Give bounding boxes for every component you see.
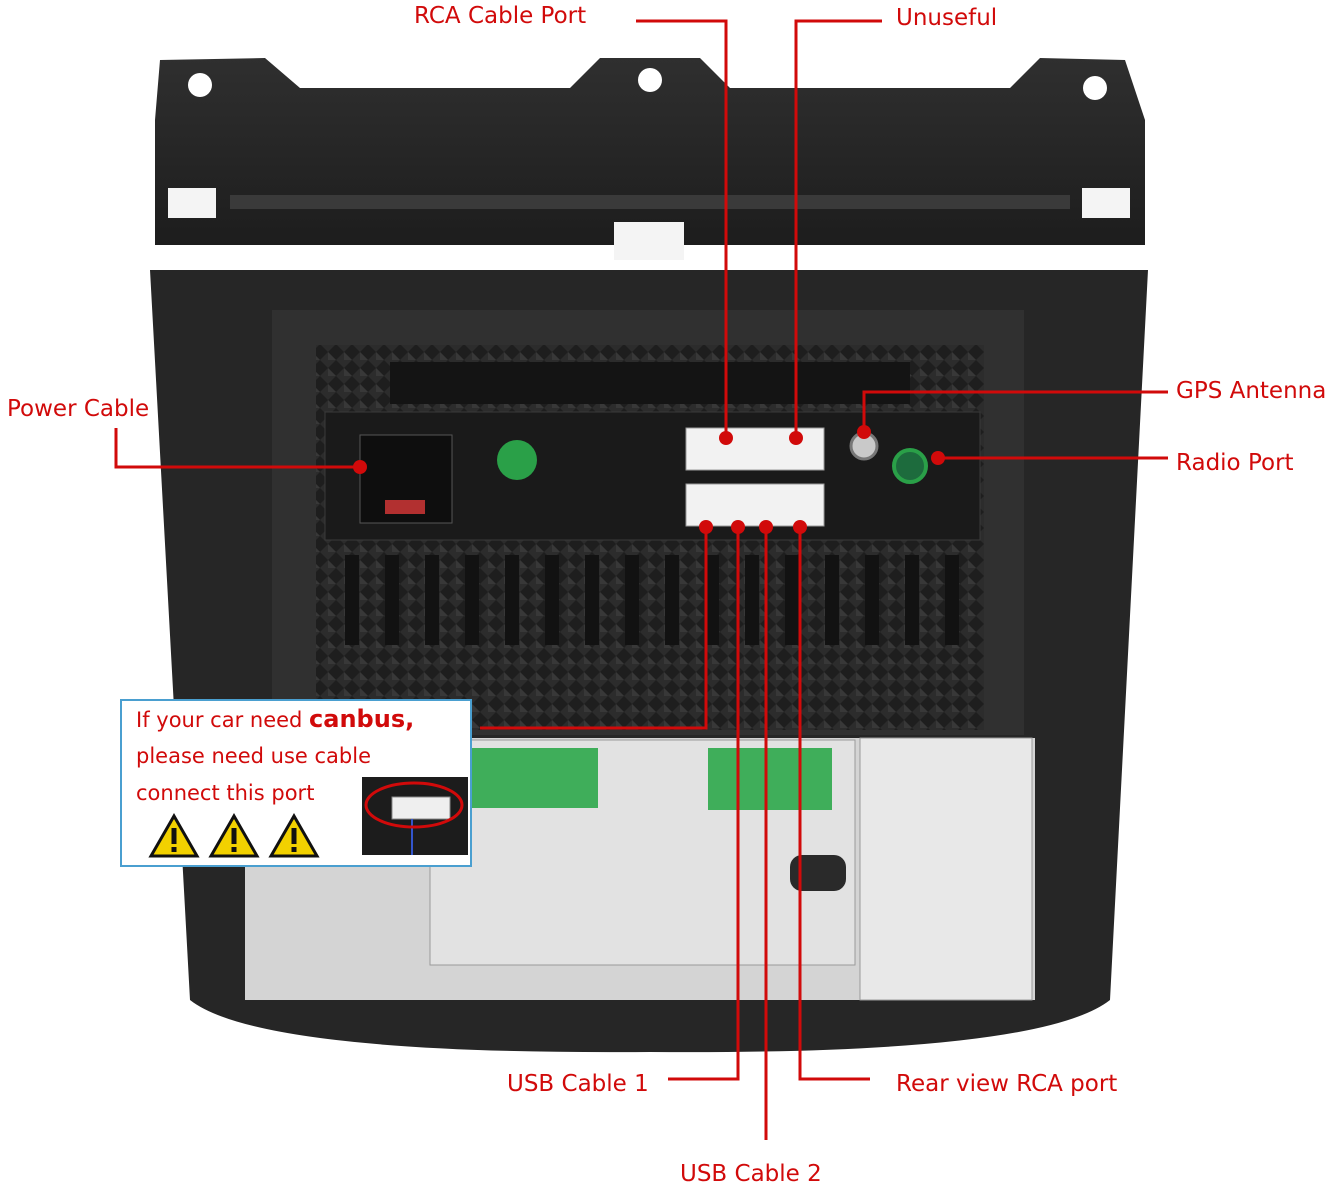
white-connector-top — [685, 427, 825, 471]
bracket-ridge — [230, 195, 1070, 209]
label-gps-antenna: GPS Antenna — [1176, 378, 1327, 404]
warning-triangle-icon — [148, 813, 200, 858]
warning-triangle-icon — [268, 813, 320, 858]
bracket-slot — [168, 188, 216, 218]
label-usb-cable-1: USB Cable 1 — [507, 1071, 649, 1097]
radio-socket — [892, 448, 928, 484]
label-radio-port: Radio Port — [1176, 450, 1294, 476]
metal-side-plate — [859, 737, 1033, 1001]
note-line-1: If your car need canbus, — [136, 705, 414, 733]
bracket-hole — [188, 73, 212, 97]
bracket-hole — [1083, 76, 1107, 100]
canbus-port-thumbnail — [362, 777, 468, 855]
label-rear-view-rca-port: Rear view RCA port — [896, 1071, 1118, 1097]
callout-lines — [114, 19, 1168, 1140]
bracket-slot — [1082, 188, 1130, 218]
note-line-2: please need use cable — [136, 744, 371, 768]
label-usb-cable-2: USB Cable 2 — [680, 1161, 822, 1187]
small-component — [790, 855, 846, 891]
warning-triangle-icon — [208, 813, 260, 858]
fuse — [385, 500, 425, 514]
label-unuseful: Unuseful — [896, 5, 998, 31]
note-text: If your car need — [136, 708, 310, 732]
callout-dots — [353, 425, 945, 534]
green-connector — [708, 748, 832, 810]
heatsink-fins — [345, 555, 959, 645]
canbus-note-box: If your car need canbus, please need use… — [120, 699, 472, 867]
vent-strip — [390, 362, 910, 404]
note-line-3: connect this port — [136, 781, 315, 805]
label-rca-cable-port: RCA Cable Port — [414, 3, 587, 29]
bracket-slot — [614, 222, 684, 260]
label-power-cable: Power Cable — [7, 396, 150, 422]
pass-sticker — [497, 440, 537, 480]
white-connector-bottom — [685, 483, 825, 527]
bracket-hole — [638, 68, 662, 92]
note-canbus-bold: canbus, — [309, 705, 415, 733]
green-connector — [470, 748, 598, 808]
